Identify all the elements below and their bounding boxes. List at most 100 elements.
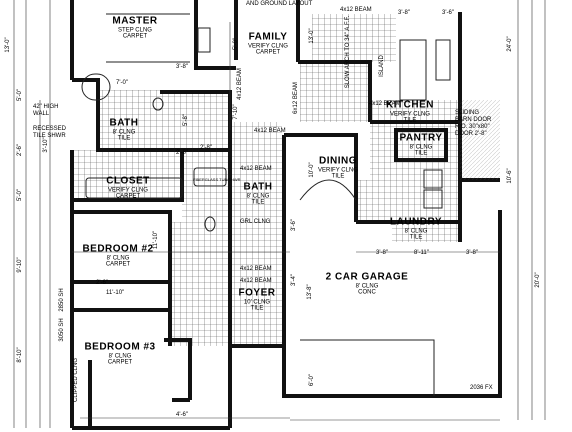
room-pantry: PANTRY 8' CLNG TILE — [400, 133, 443, 156]
dim-label: 2'-6" — [17, 144, 23, 156]
dim-label: 2'-6" — [96, 280, 108, 286]
dimension-lines — [13, 0, 546, 428]
room-name: CLOSET — [106, 175, 150, 187]
note-beam-6: 4x12 BEAM — [237, 68, 243, 100]
dim-label: 7'-10" — [233, 104, 239, 120]
tiled-floor-areas — [72, 14, 460, 346]
note-line: RECESSED — [33, 126, 67, 132]
note-window-mark-2: 3050 SH — [59, 318, 65, 342]
dim-label: 20'-0" — [535, 272, 541, 288]
room-detail: VERIFY CLNG — [108, 186, 148, 193]
note-recessed-shower: RECESSED TILE SHWR — [33, 126, 66, 140]
room-name: BEDROOM #2 — [82, 243, 154, 255]
note-clipped-ceiling: CLIPPED CLNG — [73, 357, 79, 403]
room-detail: CARPET — [105, 261, 131, 268]
dim-label: 3'-8" — [398, 10, 410, 16]
room-name: FOYER — [238, 287, 276, 299]
dim-label: 6'-0" — [309, 374, 315, 386]
note-line: 42" HIGH — [33, 104, 59, 110]
room-name: 2 CAR GARAGE — [325, 271, 409, 283]
room-name: BATH — [109, 117, 139, 129]
note-island: ISLAND — [379, 55, 385, 77]
room-hall-bath: BATH 8' CLNG TILE — [243, 182, 272, 205]
note-beam-3: 4x12 BEAM — [240, 166, 272, 172]
room-detail: 8' CLNG — [112, 128, 136, 135]
dim-label: 13'-0" — [309, 28, 315, 44]
room-name: BEDROOM #3 — [84, 341, 156, 353]
room-garage: 2 CAR GARAGE 8' CLNG CONC — [326, 272, 409, 295]
room-detail: TILE — [414, 150, 428, 157]
room-name: DINING — [319, 155, 357, 167]
room-detail: 8' CLNG — [404, 227, 428, 234]
dim-label: 5'-0" — [233, 38, 239, 50]
note-window-mark: 2850 SH — [59, 288, 65, 312]
room-family: FAMILY VERIFY CLNG CARPET — [248, 32, 288, 55]
dim-label: 10'-0" — [309, 162, 315, 178]
room-detail: 8' CLNG — [108, 352, 132, 359]
note-high-wall: 42" HIGH WALL — [33, 104, 58, 118]
room-bedroom-3: BEDROOM #3 8' CLNG CARPET — [84, 342, 155, 365]
dim-label: 11'-10" — [153, 230, 159, 250]
note-line: WALL — [33, 110, 50, 117]
room-detail: 8' CLNG — [409, 143, 433, 150]
room-detail: TILE — [250, 305, 264, 312]
note-beam-top: 4x12 BEAM — [340, 7, 372, 13]
note-fiberglass-tub: FIBERGLASS TUB/SHWR — [193, 177, 241, 182]
room-detail: 8' CLNG — [246, 192, 270, 199]
room-detail: CARPET — [115, 193, 141, 200]
note-grl-clng: GRL CLNG — [240, 219, 271, 225]
note-barn-door: SLIDING BARN DOOR R.O. 30"x80" DOOR 2'-8… — [455, 110, 491, 138]
room-foyer: FOYER 10' CLNG TILE — [239, 288, 276, 311]
note-line: TILE SHWR — [33, 132, 66, 139]
room-detail: TILE — [117, 135, 131, 142]
room-detail: TILE — [409, 234, 423, 241]
room-master-bath: BATH 8' CLNG TILE — [109, 118, 138, 141]
room-name: LAUNDRY — [389, 216, 443, 228]
room-detail: VERIFY CLNG — [318, 166, 358, 173]
dim-label: 11'-10" — [106, 290, 125, 296]
dim-label: 5'-8" — [183, 114, 189, 126]
room-bedroom-2: BEDROOM #2 8' CLNG CARPET — [82, 244, 153, 267]
dim-label: 13'-8" — [307, 284, 313, 300]
dim-label: 13'-0" — [5, 37, 11, 53]
room-laundry: LAUNDRY 8' CLNG TILE — [390, 217, 442, 240]
room-detail: VERIFY CLNG — [390, 110, 430, 117]
room-detail: 8' CLNG — [355, 282, 379, 289]
note-beam-2: 4x12 BEAM — [254, 128, 286, 134]
dim-label: 5'-0" — [17, 89, 23, 101]
room-detail: CONC — [358, 289, 376, 296]
note-beam-7: 6x12 BEAM — [293, 82, 299, 114]
dim-label: 3'-8" — [176, 64, 188, 70]
dim-label: 3'-4" — [291, 274, 297, 286]
fixtures — [81, 13, 500, 396]
room-detail: CARPET — [107, 359, 133, 366]
dim-label: 8'-11" — [414, 250, 429, 256]
room-closet: CLOSET VERIFY CLNG CARPET — [106, 176, 150, 199]
note-beam-4: 4x12 BEAM — [240, 266, 272, 272]
dim-label: 3'-10" — [43, 137, 49, 153]
note-line: BARN DOOR — [455, 116, 492, 123]
dim-label: 5'-0" — [17, 189, 23, 201]
dim-label: 3'-8" — [466, 250, 478, 256]
dim-label: 3'-6" — [291, 219, 297, 231]
room-detail: VERIFY CLNG — [248, 42, 288, 49]
room-detail: TILE — [403, 117, 417, 124]
room-name: KITCHEN — [386, 99, 434, 111]
dim-label: 3'-6" — [442, 10, 454, 16]
room-detail: 8' CLNG — [106, 254, 130, 261]
note-line: DOOR 2'-8" — [455, 130, 487, 137]
room-kitchen: KITCHEN VERIFY CLNG TILE — [386, 100, 434, 123]
note-line: SLIDING — [455, 110, 480, 116]
room-detail: TILE — [251, 199, 265, 206]
note-beam-1: 4x12 BEAM — [369, 101, 401, 107]
room-detail: CARPET — [255, 49, 281, 56]
room-detail: 10' CLNG — [243, 298, 271, 305]
room-master: MASTER STEP CLNG CARPET — [112, 16, 157, 39]
room-detail: TILE — [331, 173, 345, 180]
room-name: MASTER — [112, 15, 158, 27]
note-beam-5: 4x12 BEAM — [240, 278, 272, 284]
dim-label: 3'-8" — [376, 250, 388, 256]
room-detail: CARPET — [122, 33, 148, 40]
dim-label: 2'-8" — [176, 150, 188, 156]
